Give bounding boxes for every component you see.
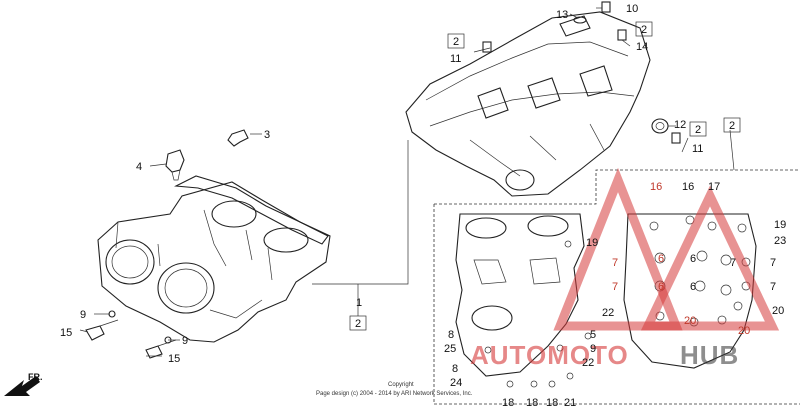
callout-18: 18 xyxy=(502,397,514,409)
callout-18: 18 xyxy=(526,397,538,409)
callout-22: 22 xyxy=(582,357,594,369)
callout-23: 23 xyxy=(774,235,786,247)
callout-7: 7 xyxy=(612,257,618,269)
callout-labels: 3 4 9 15 9 15 1 2 13 10 2 14 2 11 12 2 1… xyxy=(60,3,786,409)
callout-20: 20 xyxy=(772,305,784,317)
oring-part-13 xyxy=(573,16,587,24)
dowel-pin-part-11-left xyxy=(482,41,492,53)
cylinder-block xyxy=(97,175,331,343)
callout-7: 7 xyxy=(770,257,776,269)
callout-19: 19 xyxy=(586,237,598,249)
callout-15: 15 xyxy=(60,327,72,339)
orifice-part-10 xyxy=(601,1,611,13)
callout-9: 9 xyxy=(590,343,596,355)
bolt-washer-left xyxy=(85,310,177,359)
callout-22: 22 xyxy=(602,307,614,319)
callout-6: 6 xyxy=(658,253,664,265)
callout-24: 24 xyxy=(450,377,462,389)
copyright-notice: Copyright Page design (c) 2004 - 2014 by… xyxy=(316,382,473,397)
callout-3: 3 xyxy=(264,129,270,141)
callout-8: 8 xyxy=(448,329,454,341)
upper-crankcase xyxy=(405,11,651,197)
front-direction-arrow: FR. xyxy=(4,372,43,396)
callout-2-box: 2 xyxy=(355,318,361,330)
callout-6: 6 xyxy=(690,281,696,293)
callout-11: 11 xyxy=(450,53,461,65)
callout-18: 18 xyxy=(546,397,558,409)
callout-13: 13 xyxy=(556,9,568,21)
callout-9: 9 xyxy=(80,309,86,321)
callout-7: 7 xyxy=(612,281,618,293)
svg-text:Copyright: Copyright xyxy=(388,382,414,388)
callout-19: 19 xyxy=(774,219,786,231)
callout-16: 16 xyxy=(650,181,662,193)
callout-2-box: 2 xyxy=(641,24,647,36)
oil-seal-part-12 xyxy=(651,118,669,134)
callout-6: 6 xyxy=(690,253,696,265)
callout-20: 20 xyxy=(684,315,696,327)
callout-14: 14 xyxy=(636,41,648,53)
callout-2-box: 2 xyxy=(695,124,701,136)
callout-10: 10 xyxy=(626,3,638,15)
callout-15: 15 xyxy=(168,353,180,365)
sensor-switch-part-4 xyxy=(165,149,185,181)
callout-11: 11 xyxy=(692,143,703,155)
svg-text:AUTOMOTO: AUTOMOTO xyxy=(470,340,629,370)
dowel-pin-part-11-right xyxy=(671,132,681,144)
callout-12: 12 xyxy=(674,119,686,131)
callout-25: 25 xyxy=(444,343,456,355)
clip-part-3 xyxy=(227,129,249,147)
callout-7: 7 xyxy=(770,281,776,293)
callout-20: 20 xyxy=(738,325,750,337)
dowel-pin-part-14 xyxy=(617,29,627,41)
automotohub-watermark-logo: AUTOMOTO HUB xyxy=(470,167,780,370)
callout-8: 8 xyxy=(452,363,458,375)
callout-17: 17 xyxy=(708,181,720,193)
svg-text:HUB: HUB xyxy=(680,340,739,370)
callout-5: 5 xyxy=(590,329,596,341)
callout-7: 7 xyxy=(730,257,736,269)
callout-4: 4 xyxy=(136,161,142,173)
callout-21: 21 xyxy=(564,397,576,409)
callout-2-box: 2 xyxy=(729,120,735,132)
callout-2-box: 2 xyxy=(453,36,459,48)
callout-16: 16 xyxy=(682,181,694,193)
leader-lines xyxy=(79,7,735,357)
callout-9: 9 xyxy=(182,335,188,347)
callout-6: 6 xyxy=(658,281,664,293)
callout-1: 1 xyxy=(356,297,362,309)
svg-text:Page design (c) 2004 - 2014 by: Page design (c) 2004 - 2014 by ARI Netwo… xyxy=(316,391,473,397)
fr-label: FR. xyxy=(28,372,43,382)
